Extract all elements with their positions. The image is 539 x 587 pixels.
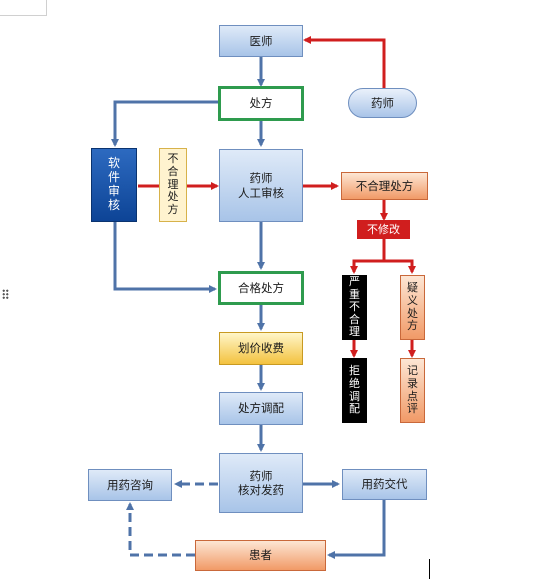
manual-review-line1: 药师 (249, 171, 273, 186)
window-corner (0, 0, 47, 16)
consult-node: 用药咨询 (88, 469, 172, 501)
instruct-node: 用药交代 (342, 469, 427, 500)
arrow-notmodified-questionable (384, 259, 416, 274)
arrow-instruct-patient (327, 500, 386, 559)
unreasonable-right-node: 不合理处方 (341, 172, 428, 200)
qualified-label: 合格处方 (238, 280, 284, 295)
check-dispense-node: 药师 核对发药 (219, 453, 303, 513)
record-comment-label: 记录点评 (407, 364, 418, 416)
dispensing-label: 处方调配 (238, 401, 284, 416)
manual-review-node: 药师 人工审核 (219, 149, 303, 222)
drag-handle-icon[interactable] (2, 289, 9, 300)
unreasonable-left-node: 不合理处方 (159, 148, 187, 222)
qualified-node: 合格处方 (218, 271, 304, 305)
questionable-node: 疑义处方 (400, 275, 425, 340)
software-review-node: 软件审核 (91, 148, 137, 222)
arrow-software-qualified (113, 222, 217, 293)
arrow-patient-consult (126, 502, 195, 557)
patient-node: 患者 (195, 540, 326, 571)
arrow-prescription-software (111, 100, 218, 147)
refuse-dispense-label: 拒绝调配 (349, 364, 360, 416)
doctor-label: 医师 (249, 33, 273, 48)
patient-label: 患者 (249, 548, 272, 563)
arrow-pharmacist-doctor (303, 36, 386, 88)
software-review-label: 软件审核 (108, 156, 121, 212)
prescription-node: 处方 (218, 86, 304, 121)
pricing-node: 划价收费 (219, 332, 303, 365)
pharmacist-label: 药师 (371, 95, 394, 110)
refuse-dispense-node: 拒绝调配 (342, 358, 367, 423)
prescription-label: 处方 (249, 96, 273, 111)
consult-label: 用药咨询 (107, 477, 153, 492)
pharmacist-node: 药师 (348, 88, 417, 118)
check-dispense-line2: 核对发药 (238, 483, 284, 497)
doctor-node: 医师 (219, 25, 303, 57)
arrow-notmodified-serious (350, 239, 386, 274)
dispensing-node: 处方调配 (219, 392, 303, 425)
text-cursor (429, 559, 430, 579)
questionable-label: 疑义处方 (407, 281, 418, 333)
record-comment-node: 记录点评 (400, 358, 425, 423)
seriously-unreasonable-node: 严重不合理 (342, 275, 367, 340)
instruct-label: 用药交代 (361, 477, 408, 492)
seriously-unreasonable-label: 严重不合理 (349, 274, 360, 339)
not-modified-node: 不修改 (357, 220, 410, 239)
unreasonable-left-label: 不合理处方 (167, 152, 179, 216)
check-dispense-line1: 药师 (249, 468, 273, 483)
manual-review-line2: 人工审核 (238, 185, 284, 200)
pricing-label: 划价收费 (238, 341, 284, 356)
not-modified-label: 不修改 (367, 222, 400, 236)
unreasonable-right-label: 不合理处方 (355, 178, 414, 193)
